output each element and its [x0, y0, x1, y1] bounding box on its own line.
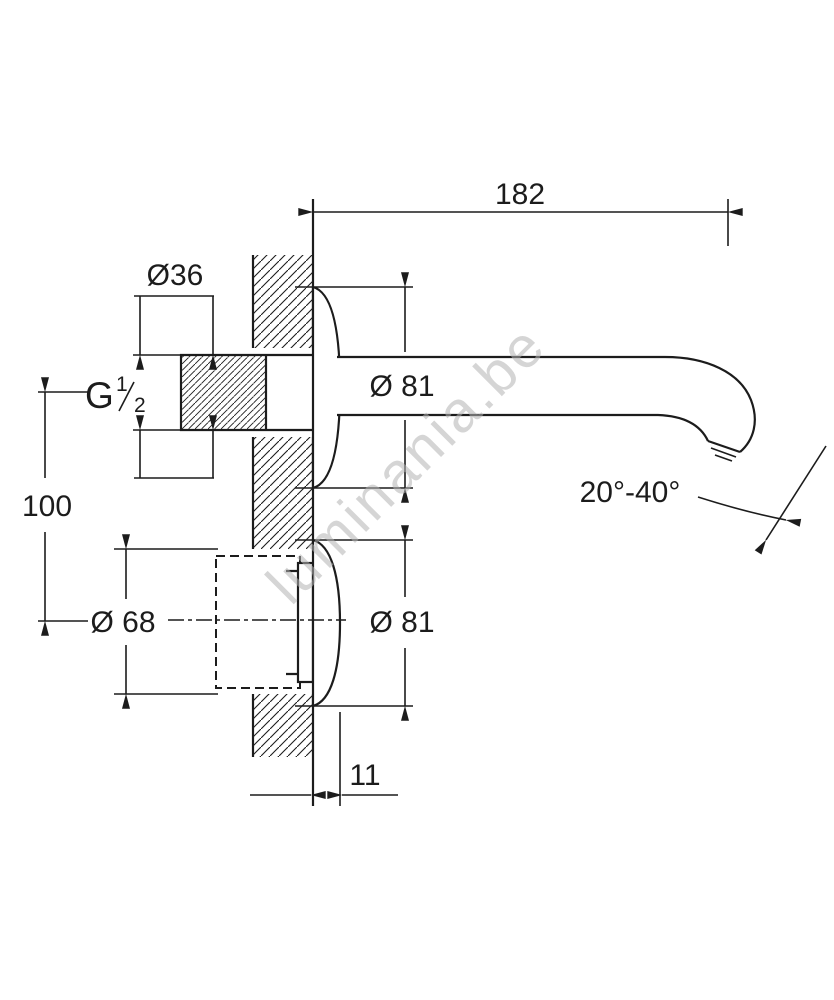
thread-numerator: 1: [116, 373, 128, 396]
thread-prefix: G: [85, 375, 114, 416]
dim-100-label: 100: [22, 490, 72, 523]
angle-ray: [754, 445, 827, 555]
dimension-upper-flange-81: Ø 81: [295, 272, 435, 503]
shelf-lines: [134, 295, 214, 479]
angle-range-label: 20°-40°: [580, 476, 681, 509]
witness-lines: [295, 539, 413, 707]
dim-81-upper-label: Ø 81: [369, 370, 434, 403]
dimension-nipple-36: Ø36: [134, 259, 217, 479]
spout-bottom-profile: [337, 413, 709, 442]
spout-angle-annotation: 20°-40°: [580, 445, 827, 555]
spout: [337, 355, 756, 462]
concealed-body: [215, 555, 315, 689]
aerator-lines: [710, 447, 737, 462]
spout-top-profile: [337, 355, 756, 453]
thread-hatching: [181, 355, 266, 430]
dim-68-label: Ø 68: [90, 606, 155, 639]
dim-182-label: 182: [495, 178, 545, 211]
witness-lines: [114, 548, 218, 695]
lower-escutcheon: [311, 538, 342, 708]
wall-hatching: [251, 199, 315, 806]
dimension-center-distance-100: 100: [22, 377, 88, 636]
pipe-edge-extension-lines: [133, 354, 181, 431]
spout-outlet-face: [707, 439, 741, 454]
leader-line: [697, 496, 802, 527]
fraction-slash: [118, 381, 135, 412]
dimension-body-68: Ø 68: [90, 534, 218, 709]
thread-denominator: 2: [134, 394, 146, 417]
dimension-reach-182: 182: [298, 178, 743, 246]
pipe-outline: [179, 353, 313, 432]
inlet-pipe: [133, 353, 313, 432]
dim-81-lower-label: Ø 81: [369, 606, 434, 639]
thread-size-label: G 1 2: [85, 373, 146, 417]
dim-11-label: 11: [349, 759, 380, 792]
dimension-flange-depth-11: 11: [250, 712, 398, 806]
hidden-body-outline: [215, 555, 301, 689]
upper-escutcheon: [311, 285, 342, 490]
dim-36-label: Ø36: [147, 259, 204, 292]
dimension-lower-flange-81: Ø 81: [295, 525, 435, 721]
body-ticks: [286, 569, 298, 676]
witness-lines: [295, 286, 413, 489]
